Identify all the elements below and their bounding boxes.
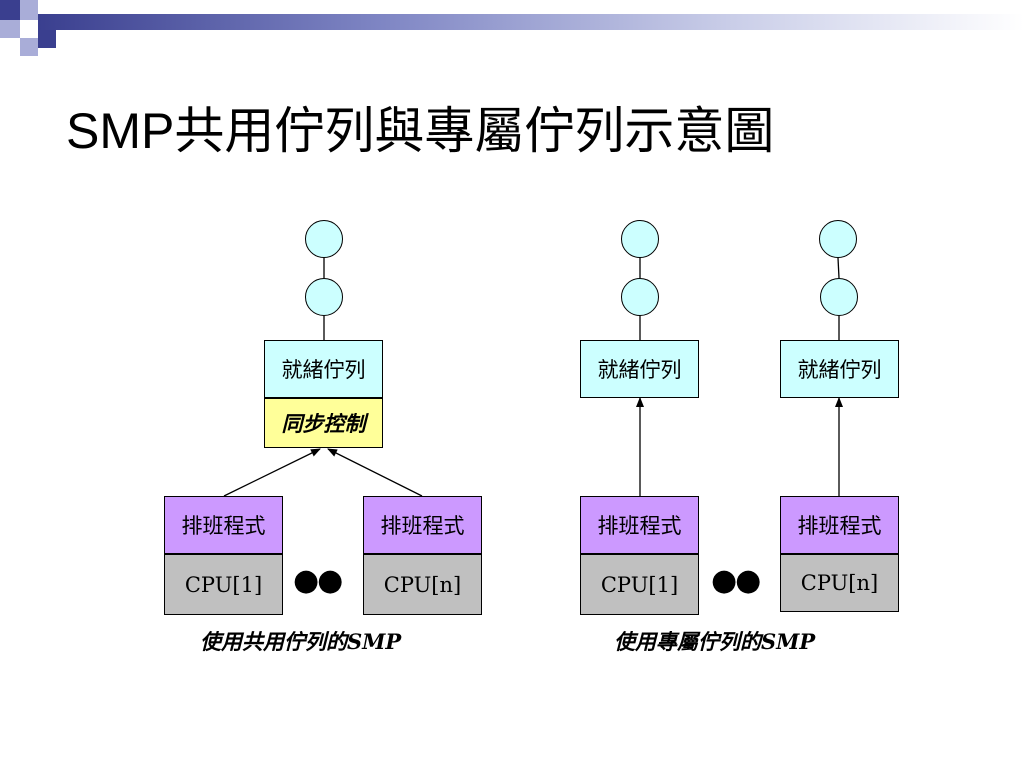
corner-square-2 [20,0,38,20]
dedicated-process-node-2a [819,220,857,258]
shared-cpu-1: CPU[1] [164,554,283,615]
shared-scheduler-1: 排班程式 [164,496,283,554]
corner-square-4 [20,20,38,38]
sync-control-box: 同步控制 [264,398,383,448]
shared-caption: 使用共用佇列的SMP [200,629,402,654]
dedicated-process-node-1a [621,220,659,258]
dedicated-chain-line-2a [837,257,840,279]
shared-cpu-n: CPU[n] [363,554,482,615]
dedicated-ellipsis-dots: ●● [711,563,761,598]
dedicated-process-node-2b [820,278,858,316]
shared-arrow-right [327,448,423,497]
shared-process-node-1 [305,220,343,258]
shared-scheduler-2: 排班程式 [363,496,482,554]
dedicated-cpu-1: CPU[1] [580,554,699,615]
shared-process-node-2 [305,278,343,316]
corner-square-3 [0,20,20,38]
title-cjk: 共用佇列與專屬佇列示意圖 [174,102,775,160]
corner-square-5 [38,30,56,48]
dedicated-scheduler-2: 排班程式 [780,496,899,554]
dedicated-scheduler-1: 排班程式 [580,496,699,554]
dedicated-cpu-n: CPU[n] [780,554,899,612]
slide-title: SMP共用佇列與專屬佇列示意圖 [66,96,774,166]
corner-square-1 [0,0,20,20]
corner-square-6 [20,38,38,56]
dedicated-caption: 使用專屬佇列的SMP [614,629,816,654]
dedicated-ready-queue-2: 就緒佇列 [780,340,899,398]
shared-ready-queue: 就緒佇列 [264,340,383,398]
title-bar-gradient [38,14,1024,30]
shared-ellipsis-dots: ●● [293,563,343,598]
title-latin: SMP [66,103,175,159]
dedicated-process-node-1b [621,278,659,316]
shared-arrow-left [223,448,321,497]
dedicated-ready-queue-1: 就緒佇列 [580,340,699,398]
